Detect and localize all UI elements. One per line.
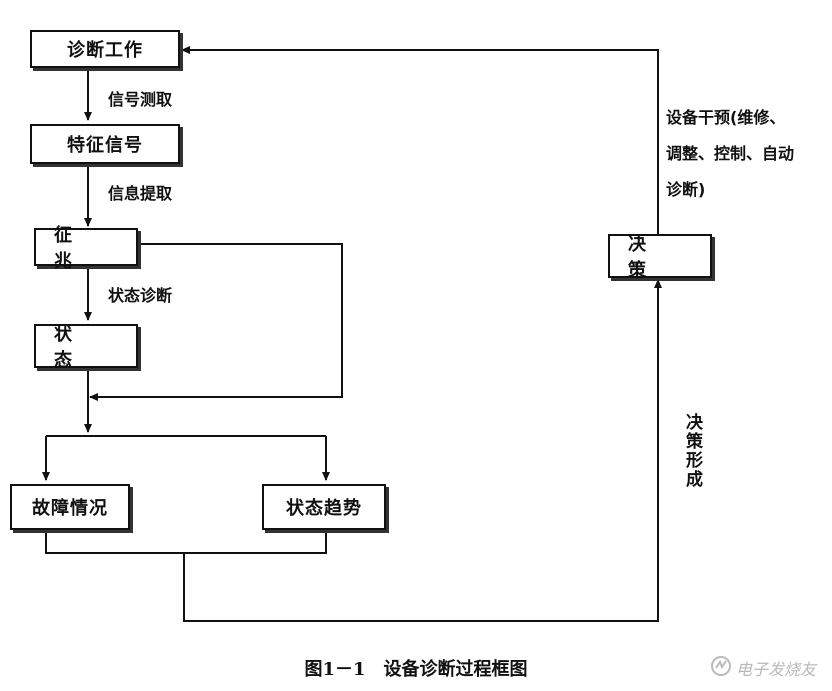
label-decision-form: 决策形成 bbox=[682, 413, 702, 489]
watermark: 电子发烧友 bbox=[710, 655, 816, 681]
watermark-logo-icon bbox=[710, 655, 732, 681]
node-state-trend: 状态趋势 bbox=[262, 484, 386, 530]
node-diagnose-work: 诊断工作 bbox=[30, 30, 180, 68]
label-info-extract: 信息提取 bbox=[108, 184, 173, 203]
label-state-diagnose: 状态诊断 bbox=[108, 286, 173, 305]
label-intervention-line2: 调整、控制、自动 bbox=[666, 144, 795, 163]
arrow-decision-to-diagnose bbox=[181, 46, 659, 234]
node-feature-signal: 特征信号 bbox=[30, 124, 180, 164]
node-state: 状 态 bbox=[34, 324, 138, 371]
label-signal-measure: 信号测取 bbox=[108, 90, 173, 109]
arrow-to-decision bbox=[183, 279, 662, 622]
bypass-line bbox=[89, 243, 343, 401]
label-intervention-line1: 设备干预(维修、 bbox=[666, 108, 786, 127]
label-intervention-line3: 诊断) bbox=[666, 180, 706, 199]
watermark-text: 电子发烧友 bbox=[735, 660, 816, 679]
node-decision: 决 策 bbox=[608, 234, 712, 281]
figure-caption: 图1－1 设备诊断过程框图 bbox=[304, 659, 528, 680]
node-fault-condition: 故障情况 bbox=[10, 484, 130, 530]
merge-line bbox=[45, 530, 327, 554]
node-symptom: 征 兆 bbox=[34, 225, 138, 272]
